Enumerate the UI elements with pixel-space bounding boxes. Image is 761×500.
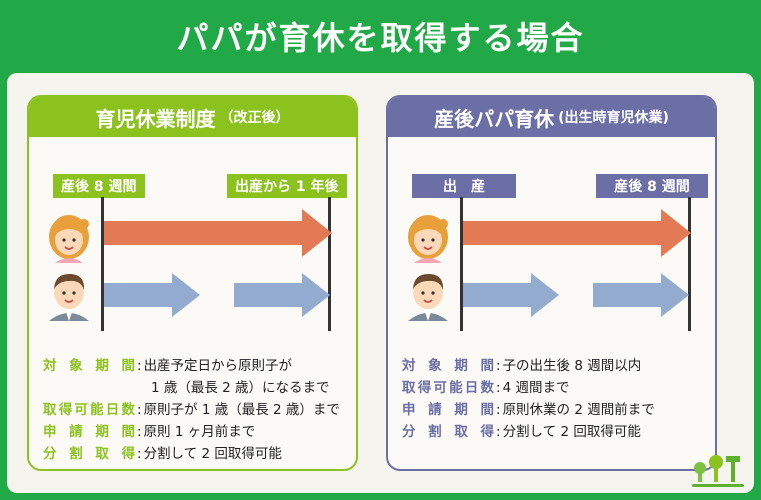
- detail-row-period-cont: 1 歳（最長 2 歳）になるまで: [151, 380, 330, 396]
- detail-row-application: 申請期間 : 原則休業の 2 週間前まで: [402, 399, 655, 421]
- man-face-icon: [408, 273, 448, 321]
- timeline-end-tag: 出産から 1 年後: [227, 174, 347, 198]
- leave-details: 対象期間 : 出産予定日から原則子が 1 歳（最長 2 歳）になるまで 取得可能…: [43, 355, 340, 465]
- timeline-start-line: [460, 197, 463, 331]
- panel-heading-text: 育児休業制度: [95, 106, 216, 131]
- panel-childcare-leave: 育児休業制度 （改正後） 産後 8 週間 出産から 1 年後: [27, 95, 358, 471]
- detail-label: 取得可能日数: [43, 402, 135, 418]
- brand-logo-icon: [692, 455, 744, 487]
- detail-row-days: 取得可能日数 : 4 週間まで: [402, 377, 655, 399]
- detail-value: 原則休業の 2 週間前まで: [502, 402, 655, 418]
- timeline-end-tag: 産後 8 週間: [596, 174, 708, 198]
- panel-heading-note: （改正後）: [219, 110, 290, 126]
- detail-row-days: 取得可能日数 : 原則子が 1 歳（最長 2 歳）まで: [43, 399, 340, 421]
- timeline-end-line: [328, 197, 331, 331]
- detail-label: 分割取得: [402, 424, 494, 440]
- timeline-end-line: [688, 197, 691, 331]
- detail-label: 分割取得: [43, 446, 135, 462]
- detail-value: 原則子が 1 歳（最長 2 歳）まで: [143, 402, 340, 418]
- detail-row-period: 対象期間 : 子の出生後 8 週間以内: [402, 355, 655, 377]
- detail-value: 4 週間まで: [502, 380, 570, 396]
- woman-face-icon: [408, 215, 448, 263]
- panel-heading-note: (出生時育児休業): [558, 110, 669, 126]
- detail-label: 取得可能日数: [402, 380, 494, 396]
- mother-leave-arrow: [463, 209, 691, 257]
- detail-value: 分割して 2 回取得可能: [502, 424, 641, 440]
- woman-face-icon: [49, 215, 89, 263]
- detail-row-application: 申請期間 : 原則 1 ヶ月前まで: [43, 421, 340, 443]
- detail-value: 分割して 2 回取得可能: [143, 446, 282, 462]
- page-title: パパが育休を取得する場合: [176, 19, 585, 57]
- content-area: 育児休業制度 （改正後） 産後 8 週間 出産から 1 年後: [7, 73, 754, 493]
- detail-row-period: 対象期間 : 出産予定日から原則子が: [43, 355, 340, 377]
- panel-heading: 産後パパ育休 (出生時育児休業): [388, 97, 715, 137]
- detail-label: 対象期間: [43, 358, 135, 374]
- detail-label: 対象期間: [402, 358, 494, 374]
- father-leave-arrow-2: [593, 273, 689, 317]
- detail-value: 出産予定日から原則子が: [143, 358, 293, 374]
- mother-leave-arrow: [104, 209, 332, 257]
- detail-value: 原則 1 ヶ月前まで: [143, 424, 256, 440]
- panel-heading: 育児休業制度 （改正後）: [29, 97, 356, 137]
- father-leave-arrow-1: [463, 273, 559, 317]
- panel-paternity-leave: 産後パパ育休 (出生時育児休業) 出 産 産後 8 週間: [386, 95, 717, 471]
- timeline-start-tag: 出 産: [412, 174, 516, 198]
- timeline-start-line: [101, 197, 104, 331]
- detail-row-split: 分割取得 : 分割して 2 回取得可能: [402, 421, 655, 443]
- detail-value: 子の出生後 8 週間以内: [502, 358, 642, 374]
- panel-heading-text: 産後パパ育休: [434, 106, 555, 131]
- father-leave-arrow-1: [104, 273, 200, 317]
- leave-details: 対象期間 : 子の出生後 8 週間以内 取得可能日数 : 4 週間まで 申請期間…: [402, 355, 655, 443]
- father-leave-arrow-2: [234, 273, 330, 317]
- timeline-start-tag: 産後 8 週間: [53, 174, 145, 198]
- man-face-icon: [49, 273, 89, 321]
- detail-label: 申請期間: [402, 402, 494, 418]
- detail-row-split: 分割取得 : 分割して 2 回取得可能: [43, 443, 340, 465]
- detail-label: 申請期間: [43, 424, 135, 440]
